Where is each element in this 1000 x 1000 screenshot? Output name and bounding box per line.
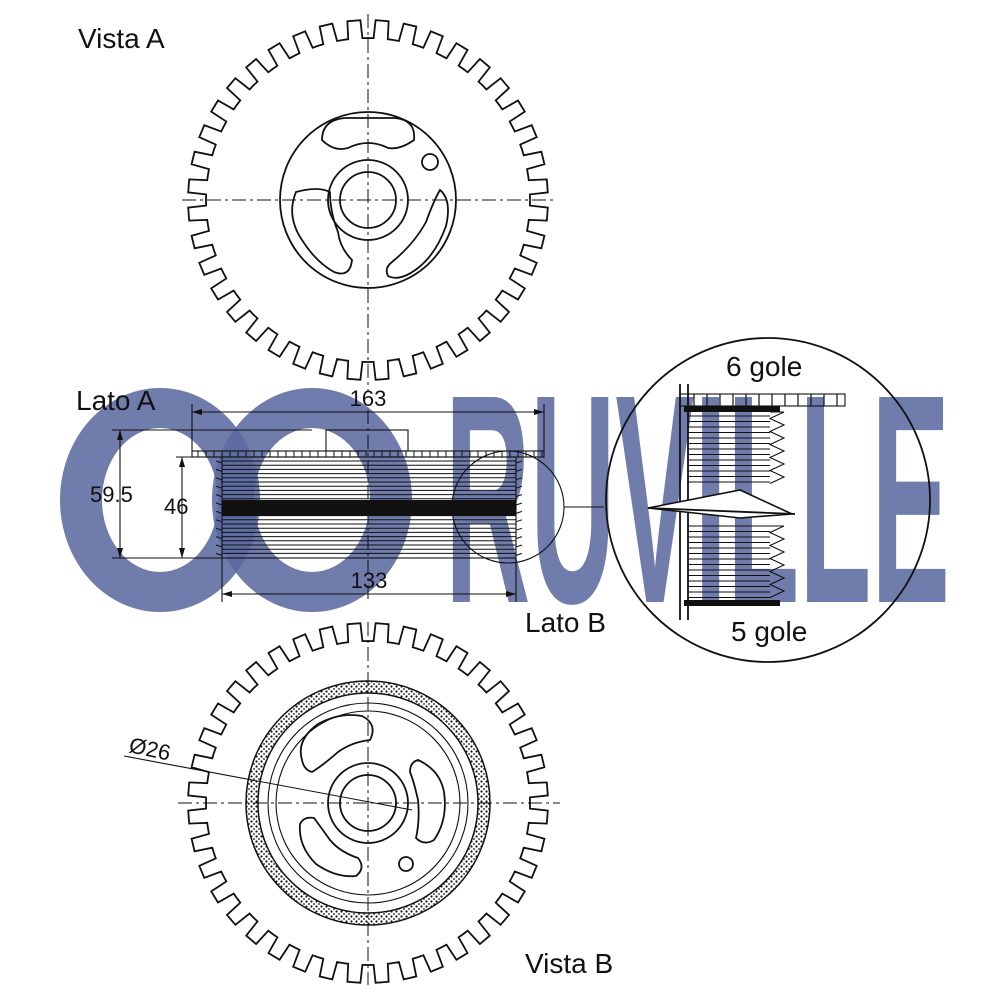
detail-center-line (647, 507, 796, 515)
detail-bottom-plate (684, 600, 780, 606)
view-a-hub-window-top (321, 117, 416, 150)
side-view-flange-ticks (197, 451, 543, 457)
rib-tip-left (215, 494, 223, 498)
side-b-label: Lato B (525, 607, 606, 638)
rib-tip-right (515, 468, 523, 472)
rib-tip-left (215, 460, 223, 464)
rib-tip-right (515, 485, 523, 489)
view-b-hub-window-top (299, 714, 374, 773)
rib-tip-left (215, 468, 223, 472)
view-a-pin-hole (421, 153, 439, 171)
rib-tip-right (515, 536, 523, 540)
rib-tip-left (215, 536, 223, 540)
rib-tip-left (215, 502, 223, 506)
dim-overall-height: 59.5 (90, 482, 133, 507)
view-a-hub-window-left (291, 188, 353, 275)
detail-flange-ticks (693, 394, 838, 406)
dim-pulley-height: 46 (164, 494, 188, 519)
view-b-diameter-leader (123, 755, 413, 811)
view-b-label: Vista B (525, 948, 613, 979)
rib-tip-left (215, 477, 223, 481)
side-view-drawing (112, 404, 604, 602)
view-a-label: Vista A (78, 23, 165, 54)
view-b-hub-window-bottom (298, 816, 363, 878)
view-b-hub-window-right (409, 759, 446, 844)
detail-groove-lines (688, 415, 770, 598)
rib-tip-left (215, 519, 223, 523)
detail-circle-outline (605, 337, 931, 663)
side-a-label: Lato A (76, 385, 156, 416)
rib-tip-right (515, 460, 523, 464)
detail-top-grooves-label: 6 gole (726, 351, 802, 382)
view-a-hub-disc (279, 111, 457, 289)
rib-tip-right (515, 544, 523, 548)
view-a-gear-outline (187, 19, 549, 381)
dim-overall-width: 163 (350, 386, 387, 411)
rib-tip-left (215, 552, 223, 556)
view-b-pin-hole (398, 856, 414, 872)
side-view-damper-band (222, 500, 516, 516)
rib-tip-left (215, 485, 223, 489)
side-view-rib-tips (215, 460, 523, 556)
rib-tip-left (215, 510, 223, 514)
groove-detail (605, 337, 931, 663)
rib-tip-right (515, 494, 523, 498)
rib-tip-right (515, 502, 523, 506)
detail-top-plate (684, 406, 780, 412)
detail-groove-profile (768, 411, 786, 598)
rib-tip-right (515, 519, 523, 523)
rib-tip-left (215, 544, 223, 548)
rib-tip-left (215, 527, 223, 531)
view-b-drawing (123, 622, 560, 985)
rib-tip-right (515, 510, 523, 514)
side-view-hub-boss (325, 429, 409, 452)
rib-tip-right (515, 527, 523, 531)
dim-pulley-width: 133 (351, 568, 388, 593)
ruville-watermark: RUVILLE (60, 333, 950, 666)
view-a-drawing (182, 14, 556, 392)
rib-tip-right (515, 552, 523, 556)
rib-tip-right (515, 477, 523, 481)
dim-bore-diameter: Ø26 (127, 732, 173, 765)
detail-bottom-grooves-label: 5 gole (731, 616, 807, 647)
ruville-logo-mark (60, 388, 412, 612)
view-a-hub-window-right (385, 188, 449, 279)
